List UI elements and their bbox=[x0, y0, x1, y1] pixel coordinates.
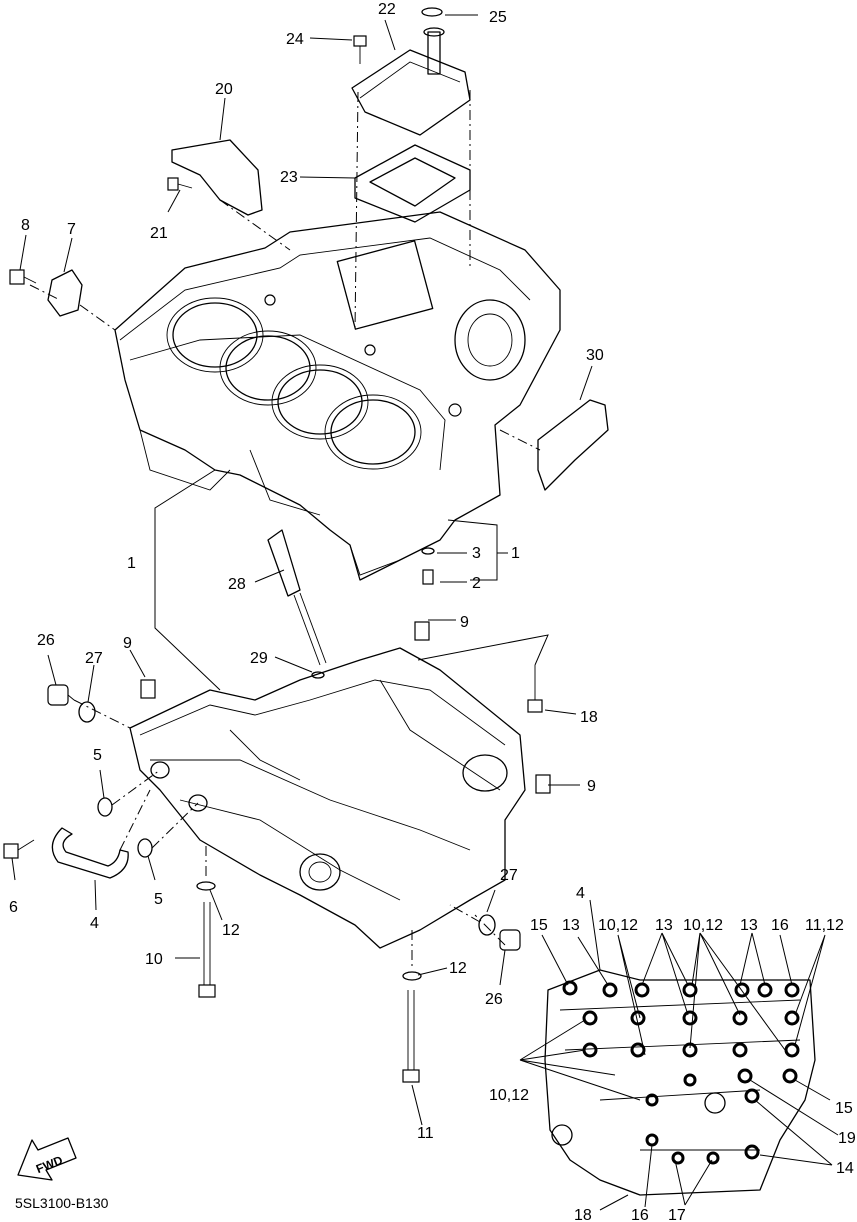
part-27-ring-b bbox=[478, 914, 496, 936]
part-10-bolt bbox=[198, 902, 216, 998]
callout-10-12-b: 10,12 bbox=[683, 917, 723, 934]
callout-10: 10 bbox=[145, 951, 163, 968]
callout-16-a: 16 bbox=[771, 917, 789, 934]
callout-4-a: 4 bbox=[576, 885, 585, 902]
callout-19: 19 bbox=[838, 1130, 856, 1147]
part-8-bolt bbox=[9, 269, 37, 285]
callout-23: 23 bbox=[280, 169, 298, 186]
part-26-plug-b bbox=[499, 929, 521, 951]
callout-12-a: 12 bbox=[222, 922, 240, 939]
callout-3: 3 bbox=[472, 545, 481, 562]
lower-crankcase bbox=[129, 647, 526, 949]
part-28-oil-filter bbox=[267, 529, 327, 666]
callout-21: 21 bbox=[150, 225, 168, 242]
callout-labels: 22 25 24 20 23 21 8 7 30 3 1 1 28 2 9 26… bbox=[9, 1, 856, 1222]
cylinder-bore-3 bbox=[277, 369, 363, 435]
callout-9-c: 9 bbox=[587, 778, 596, 795]
callout-10-12-a: 10,12 bbox=[598, 917, 638, 934]
part-5-ring-a bbox=[97, 797, 113, 817]
part-22-cover bbox=[351, 27, 471, 136]
part-11-bolt bbox=[402, 990, 420, 1083]
callout-28: 28 bbox=[228, 576, 246, 593]
callout-2: 2 bbox=[472, 575, 481, 592]
callout-13-b: 13 bbox=[655, 917, 673, 934]
callout-11-12: 11,12 bbox=[805, 917, 844, 934]
callout-8: 8 bbox=[21, 217, 30, 234]
part-9-dowel-a bbox=[140, 679, 156, 699]
diagram-code: 5SL3100-B130 bbox=[15, 1195, 109, 1211]
part-12-washer-b bbox=[402, 971, 422, 981]
part-24-bolt bbox=[353, 35, 367, 64]
part-30-bracket bbox=[537, 399, 609, 491]
callout-25: 25 bbox=[489, 9, 507, 26]
leader-lines bbox=[11, 14, 839, 1211]
fwd-label: FWD bbox=[34, 1153, 65, 1176]
part-20-plate bbox=[171, 139, 263, 216]
callout-20: 20 bbox=[215, 81, 233, 98]
callout-15-a: 15 bbox=[530, 917, 548, 934]
part-18-bolt bbox=[527, 665, 543, 713]
callout-9-b: 9 bbox=[123, 635, 132, 652]
callout-18-b: 18 bbox=[574, 1207, 592, 1222]
callout-15-b: 15 bbox=[835, 1100, 853, 1117]
part-5-ring-b bbox=[137, 838, 153, 858]
callout-7: 7 bbox=[67, 221, 76, 238]
part-4-pipe bbox=[51, 827, 129, 879]
callout-14: 14 bbox=[836, 1160, 854, 1177]
part-2-dowel bbox=[422, 569, 434, 585]
cylinder-bore-1 bbox=[172, 302, 258, 368]
part-25-o-ring bbox=[421, 7, 443, 17]
part-3-o-ring bbox=[421, 547, 435, 555]
callout-30: 30 bbox=[586, 347, 604, 364]
callout-1: 1 bbox=[127, 555, 136, 572]
callout-17: 17 bbox=[668, 1207, 686, 1222]
part-27-ring-a bbox=[78, 701, 96, 723]
cylinder-bore-2 bbox=[225, 335, 311, 401]
part-29-o-ring bbox=[311, 671, 325, 679]
callout-13-c: 13 bbox=[740, 917, 758, 934]
callout-5-a: 5 bbox=[93, 747, 102, 764]
callout-6: 6 bbox=[9, 899, 18, 916]
inset-bolt-pattern bbox=[544, 969, 816, 1196]
part-7-cover bbox=[47, 269, 83, 317]
part-23-gasket bbox=[354, 144, 471, 223]
callout-27-a: 27 bbox=[85, 650, 103, 667]
callout-29: 29 bbox=[250, 650, 268, 667]
callout-24: 24 bbox=[286, 31, 304, 48]
fwd-arrow-icon bbox=[17, 1137, 77, 1181]
part-9-dowel-b bbox=[414, 621, 430, 641]
cylinder-bore-4 bbox=[330, 399, 416, 465]
callout-4-b: 4 bbox=[90, 915, 99, 932]
callout-27-b: 27 bbox=[500, 867, 518, 884]
callout-26-a: 26 bbox=[37, 632, 55, 649]
part-26-plug-a bbox=[47, 684, 75, 706]
callout-18-a: 18 bbox=[580, 709, 598, 726]
part-12-washer-a bbox=[196, 881, 216, 891]
callout-12-b: 12 bbox=[449, 960, 467, 977]
part-6-bolt bbox=[3, 839, 35, 859]
callout-10-12-c: 10,12 bbox=[489, 1087, 529, 1104]
callout-22: 22 bbox=[378, 1, 396, 18]
callout-13-a: 13 bbox=[562, 917, 580, 934]
part-21-bolt bbox=[167, 177, 193, 191]
callout-9-a: 9 bbox=[460, 614, 469, 631]
upper-crankcase bbox=[114, 211, 561, 581]
part-9-dowel-c bbox=[535, 774, 551, 794]
callout-1-upper-bracket: 1 bbox=[511, 545, 520, 562]
callout-16-b: 16 bbox=[631, 1207, 649, 1222]
callout-5-b: 5 bbox=[154, 891, 163, 908]
callout-11: 11 bbox=[417, 1125, 434, 1142]
callout-26-b: 26 bbox=[485, 991, 503, 1008]
